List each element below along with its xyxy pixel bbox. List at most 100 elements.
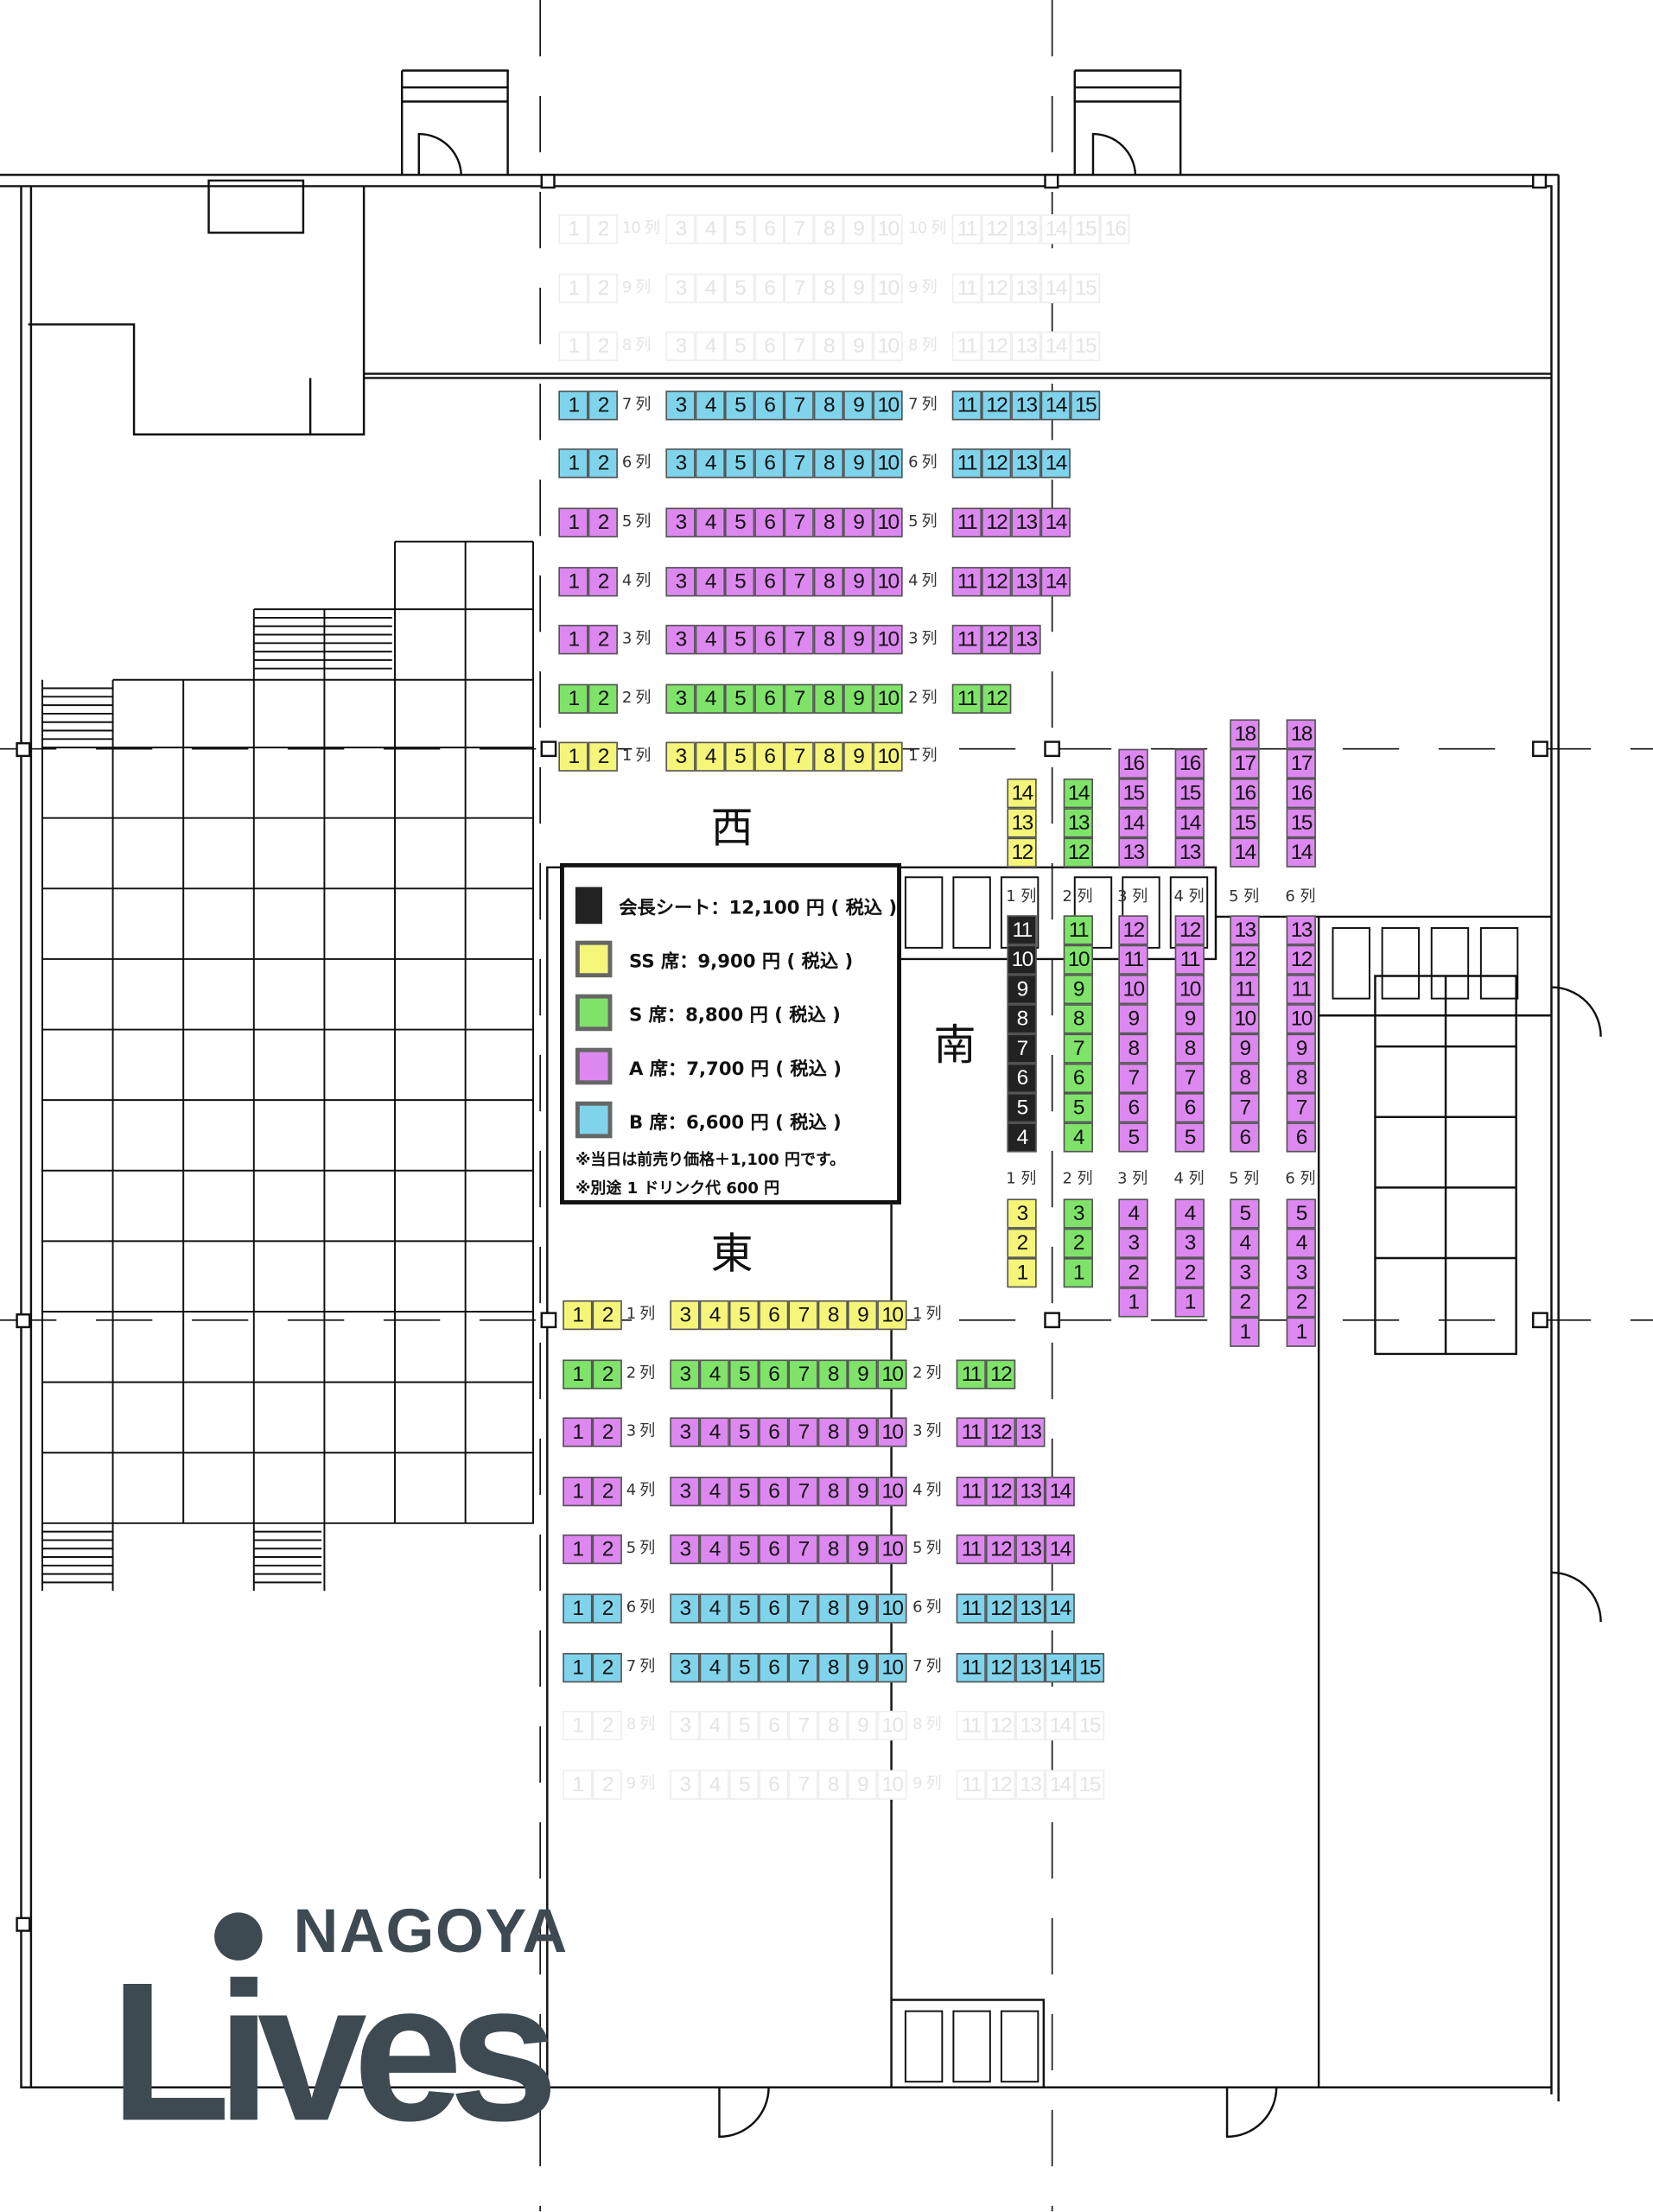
seat[interactable]: 9: [1230, 1033, 1260, 1064]
seat[interactable]: 10: [877, 1358, 907, 1389]
seat[interactable]: 5: [1230, 1198, 1260, 1229]
seat[interactable]: 2: [1286, 1287, 1316, 1318]
seat[interactable]: 2: [592, 1476, 622, 1506]
seat[interactable]: 3: [665, 448, 696, 479]
seat[interactable]: 6: [1063, 1063, 1093, 1093]
seat[interactable]: 1: [1118, 1287, 1148, 1318]
seat[interactable]: 14: [1045, 1535, 1075, 1565]
seat[interactable]: 4: [695, 507, 725, 537]
seat[interactable]: 17: [1286, 748, 1316, 779]
seat[interactable]: 13: [1174, 837, 1205, 868]
seat[interactable]: 11: [951, 507, 982, 537]
seat[interactable]: 13: [1015, 1593, 1046, 1624]
seat[interactable]: 7: [1063, 1033, 1093, 1064]
seat[interactable]: 3: [670, 1535, 700, 1565]
seat[interactable]: 5: [728, 1652, 760, 1682]
seat[interactable]: 12: [982, 566, 1012, 596]
seat[interactable]: 5: [724, 742, 755, 772]
seat[interactable]: 3: [670, 1593, 700, 1624]
seat[interactable]: 1: [558, 742, 588, 772]
seat[interactable]: 10: [1118, 974, 1148, 1005]
seat[interactable]: 4: [1230, 1228, 1260, 1258]
seat[interactable]: 11: [956, 1535, 986, 1565]
seat[interactable]: 1: [1286, 1317, 1316, 1347]
seat[interactable]: 6: [1007, 1063, 1037, 1093]
seat[interactable]: 2: [588, 742, 618, 772]
seat[interactable]: 6: [754, 625, 785, 655]
seat[interactable]: 14: [1040, 566, 1071, 596]
seat[interactable]: 9: [1118, 1004, 1148, 1034]
seat[interactable]: 13: [1063, 808, 1093, 838]
seat[interactable]: 11: [951, 683, 982, 714]
seat[interactable]: 13: [1011, 625, 1041, 655]
seat[interactable]: 7: [788, 1476, 818, 1506]
seat[interactable]: 6: [759, 1652, 789, 1682]
seat[interactable]: 8: [813, 507, 844, 537]
seat[interactable]: 8: [817, 1652, 848, 1682]
seat[interactable]: 10: [873, 683, 903, 714]
seat[interactable]: 4: [695, 448, 725, 479]
seat[interactable]: 4: [1174, 1198, 1205, 1229]
seat[interactable]: 12: [982, 625, 1012, 655]
seat[interactable]: 10: [873, 625, 903, 655]
seat[interactable]: 13: [1011, 507, 1041, 537]
seat[interactable]: 10: [1230, 1004, 1260, 1034]
seat[interactable]: 3: [670, 1652, 700, 1682]
seat[interactable]: 2: [1174, 1257, 1205, 1288]
seat[interactable]: 13: [1011, 390, 1041, 421]
seat[interactable]: 2: [1230, 1287, 1260, 1318]
seat[interactable]: 9: [1286, 1033, 1316, 1064]
seat[interactable]: 7: [784, 625, 814, 655]
seat[interactable]: 11: [1230, 974, 1260, 1005]
seat[interactable]: 2: [1063, 1228, 1093, 1258]
seat[interactable]: 13: [1230, 915, 1260, 945]
seat[interactable]: 3: [665, 566, 696, 596]
seat[interactable]: 13: [1015, 1476, 1046, 1506]
seat[interactable]: 5: [724, 566, 755, 596]
seat[interactable]: 4: [695, 742, 725, 772]
seat[interactable]: 2: [588, 625, 618, 655]
seat[interactable]: 6: [759, 1476, 789, 1506]
seat[interactable]: 1: [558, 566, 588, 596]
seat[interactable]: 4: [699, 1535, 729, 1565]
seat[interactable]: 2: [592, 1358, 622, 1389]
seat[interactable]: 12: [982, 683, 1012, 714]
seat[interactable]: 8: [1230, 1063, 1260, 1093]
seat[interactable]: 12: [1286, 944, 1316, 975]
seat[interactable]: 5: [728, 1593, 760, 1624]
seat[interactable]: 4: [1118, 1198, 1148, 1229]
seat[interactable]: 7: [788, 1652, 818, 1682]
seat[interactable]: 14: [1045, 1476, 1075, 1506]
seat[interactable]: 11: [951, 566, 982, 596]
seat[interactable]: 16: [1230, 779, 1260, 809]
seat[interactable]: 11: [1286, 974, 1316, 1005]
seat[interactable]: 5: [1007, 1092, 1037, 1123]
seat[interactable]: 15: [1174, 779, 1205, 809]
seat[interactable]: 8: [817, 1593, 848, 1624]
seat[interactable]: 9: [847, 1300, 878, 1331]
seat[interactable]: 6: [759, 1593, 789, 1624]
seat[interactable]: 13: [1011, 566, 1041, 596]
seat[interactable]: 11: [1063, 915, 1093, 945]
seat[interactable]: 12: [1118, 915, 1148, 945]
seat[interactable]: 4: [699, 1358, 729, 1389]
seat[interactable]: 7: [788, 1535, 818, 1565]
seat[interactable]: 12: [982, 507, 1012, 537]
seat[interactable]: 15: [1286, 808, 1316, 838]
seat[interactable]: 8: [1007, 1004, 1037, 1034]
seat[interactable]: 8: [1286, 1063, 1316, 1093]
seat[interactable]: 4: [1286, 1228, 1316, 1258]
seat[interactable]: 1: [563, 1652, 593, 1682]
seat[interactable]: 2: [588, 507, 618, 537]
seat[interactable]: 1: [1007, 1257, 1037, 1288]
seat[interactable]: 8: [817, 1358, 848, 1389]
seat[interactable]: 13: [1118, 837, 1148, 868]
seat[interactable]: 1: [1230, 1317, 1260, 1347]
seat[interactable]: 1: [563, 1593, 593, 1624]
seat[interactable]: 10: [873, 390, 903, 421]
seat[interactable]: 11: [951, 390, 982, 421]
seat[interactable]: 12: [985, 1535, 1016, 1565]
seat[interactable]: 10: [1174, 974, 1205, 1005]
seat[interactable]: 14: [1174, 808, 1205, 838]
seat[interactable]: 9: [1174, 1004, 1205, 1034]
